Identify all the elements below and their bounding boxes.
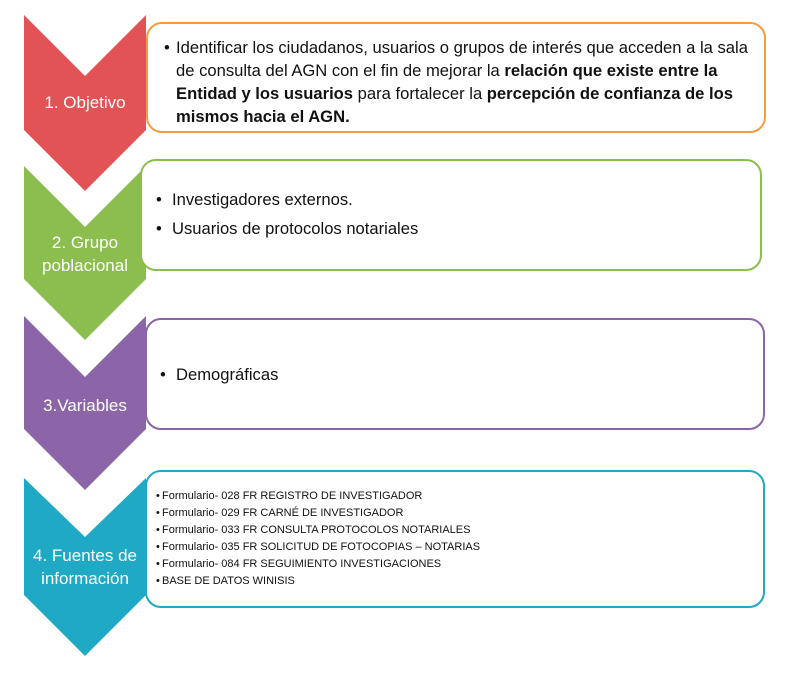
bullet-icon: • xyxy=(156,558,160,570)
list-item: • Formulario- 084 FR SEGUIMIENTO INVESTI… xyxy=(156,557,753,571)
list-item: • Formulario- 033 FR CONSULTA PROTOCOLOS… xyxy=(156,523,753,537)
source-item-2: Formulario- 029 FR CARNÉ DE INVESTIGADOR xyxy=(162,507,404,519)
list-item: • Formulario- 028 FR REGISTRO DE INVESTI… xyxy=(156,489,753,503)
information-sources-list: • Formulario- 028 FR REGISTRO DE INVESTI… xyxy=(147,472,763,588)
bullet-icon: • xyxy=(156,524,160,536)
bullet-icon: • xyxy=(156,575,160,587)
chevron-step-3-fill xyxy=(24,316,146,490)
chevron-step-1-shape xyxy=(24,15,146,191)
variables-item-1: Demográficas xyxy=(176,365,279,384)
list-item: • Usuarios de protocolos notariales xyxy=(156,217,746,240)
list-item: • Demográficas xyxy=(160,363,749,386)
bullet-icon: • xyxy=(156,541,160,553)
population-item-2: Usuarios de protocolos notariales xyxy=(172,219,419,238)
source-item-3: Formulario- 033 FR CONSULTA PROTOCOLOS N… xyxy=(162,524,471,536)
source-item-1: Formulario- 028 FR REGISTRO DE INVESTIGA… xyxy=(162,490,423,502)
population-group-box: • Investigadores externos. • Usuarios de… xyxy=(140,159,762,271)
chevron-step-2-label-line2: poblacional xyxy=(41,256,128,275)
source-item-6: BASE DE DATOS WINISIS xyxy=(162,575,295,587)
variables-box: • Demográficas xyxy=(145,318,765,430)
chevron-step-1-fill xyxy=(24,15,146,191)
population-group-list: • Investigadores externos. • Usuarios de… xyxy=(142,161,760,240)
bullet-icon: • xyxy=(156,219,162,238)
chevron-step-2-shape xyxy=(24,166,146,340)
list-item: • Formulario- 029 FR CARNÉ DE INVESTIGAD… xyxy=(156,506,753,520)
objective-box: • Identificar los ciudadanos, usuarios o… xyxy=(146,22,766,133)
objective-item: • Identificar los ciudadanos, usuarios o… xyxy=(164,36,750,128)
chevron-step-3: 3.Variables xyxy=(24,316,146,490)
objective-bold-2: percepción de confianza de los mismos ha… xyxy=(176,84,733,126)
list-item: • Formulario- 035 FR SOLICITUD DE FOTOCO… xyxy=(156,540,753,554)
bullet-icon: • xyxy=(156,490,160,502)
list-item: • Investigadores externos. xyxy=(156,188,746,211)
chevron-step-3-label: 3.Variables xyxy=(43,396,127,415)
chevron-step-2-label-line1: 2. Grupo xyxy=(51,233,119,252)
chevron-step-4: 4. Fuentes de información xyxy=(24,478,146,656)
chevron-step-4-shape xyxy=(24,478,146,656)
objective-bold-1: relación que existe entre la Entidad y l… xyxy=(176,61,718,103)
source-item-5: Formulario- 084 FR SEGUIMIENTO INVESTIGA… xyxy=(162,558,442,570)
chevron-step-1-label: 1. Objetivo xyxy=(44,93,126,112)
bullet-icon: • xyxy=(164,38,170,57)
chevron-step-4-fill xyxy=(24,478,146,656)
population-item-1: Investigadores externos. xyxy=(172,190,353,209)
chevron-step-3-shape xyxy=(24,316,146,490)
bullet-icon: • xyxy=(160,365,166,384)
chevron-step-4-label-line1: 4. Fuentes de xyxy=(33,546,137,565)
objective-text-2: para fortalecer la xyxy=(353,84,487,103)
chevron-step-2-label: 2. Grupo poblacional xyxy=(24,231,146,277)
objective-list: • Identificar los ciudadanos, usuarios o… xyxy=(148,24,764,128)
chevron-step-4-label: 4. Fuentes de información xyxy=(24,544,146,590)
chevron-step-2-fill xyxy=(24,166,146,340)
source-item-4: Formulario- 035 FR SOLICITUD DE FOTOCOPI… xyxy=(162,541,481,553)
objective-text-1: Identificar los ciudadanos, usuarios o g… xyxy=(176,38,748,80)
chevron-step-2: 2. Grupo poblacional xyxy=(24,166,146,340)
variables-list: • Demográficas xyxy=(147,320,763,386)
chevron-step-4-label-line2: información xyxy=(41,569,129,588)
bullet-icon: • xyxy=(156,507,160,519)
information-sources-box: • Formulario- 028 FR REGISTRO DE INVESTI… xyxy=(145,470,765,608)
chevron-step-1: 1. Objetivo xyxy=(24,15,146,191)
bullet-icon: • xyxy=(156,190,162,209)
list-item: • BASE DE DATOS WINISIS xyxy=(156,574,753,588)
